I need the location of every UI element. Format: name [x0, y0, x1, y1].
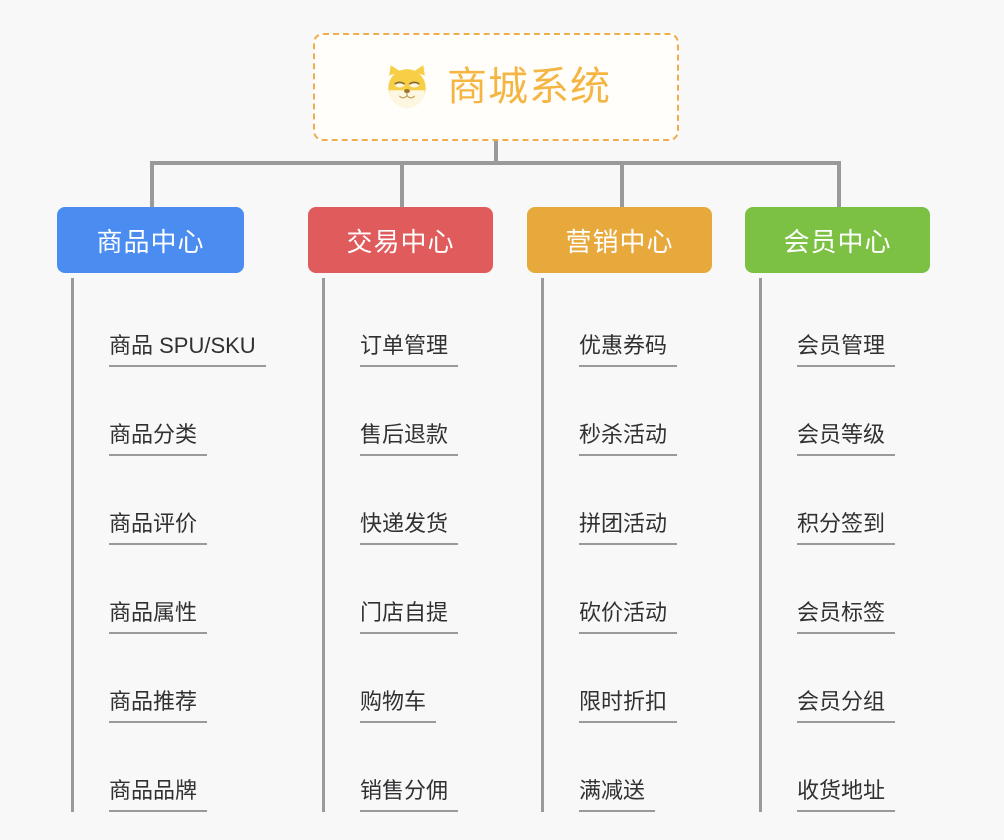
leaf-item[interactable]: 售后退款: [322, 367, 459, 456]
root-node[interactable]: 商城系统: [313, 33, 679, 141]
leaf-item[interactable]: 商品品牌: [71, 723, 266, 812]
leaf-label: 商品推荐: [109, 688, 208, 723]
leaf-label: 限时折扣: [579, 688, 678, 723]
leaf-column-4: 会员管理 会员等级 积分签到 会员标签 会员分组 收货地址: [759, 278, 896, 812]
leaf-label: 会员分组: [797, 688, 896, 723]
category-label: 会员中心: [783, 226, 892, 257]
root-title: 商城系统: [447, 65, 611, 109]
leaf-label: 商品属性: [109, 599, 208, 634]
connector-horizontal-bus: [150, 161, 840, 165]
leaf-item[interactable]: 会员等级: [759, 367, 896, 456]
category-label: 商品中心: [96, 226, 205, 257]
leaf-column-2: 订单管理 售后退款 快递发货 门店自提 购物车 销售分佣: [322, 278, 459, 812]
leaf-item[interactable]: 门店自提: [322, 545, 459, 634]
connector-drop-2: [400, 161, 404, 207]
leaf-label: 拼团活动: [579, 510, 678, 545]
category-label: 交易中心: [346, 226, 455, 257]
leaf-item[interactable]: 收货地址: [759, 723, 896, 812]
leaf-label: 购物车: [360, 688, 437, 723]
connector-drop-1: [150, 161, 154, 207]
leaf-item[interactable]: 购物车: [322, 634, 458, 723]
leaf-item[interactable]: 砍价活动: [541, 545, 678, 634]
leaf-item[interactable]: 快递发货: [322, 456, 459, 545]
leaf-label: 会员标签: [797, 599, 896, 634]
category-box-1[interactable]: 商品中心: [57, 207, 244, 273]
leaf-label: 快递发货: [360, 510, 459, 545]
leaf-item[interactable]: 销售分佣: [322, 723, 459, 812]
leaf-spine: [322, 278, 325, 812]
leaf-label: 商品分类: [109, 421, 208, 456]
leaf-item[interactable]: 商品分类: [71, 367, 266, 456]
leaf-item[interactable]: 商品评价: [71, 456, 266, 545]
leaf-item[interactable]: 会员分组: [759, 634, 896, 723]
connector-root-stem: [494, 141, 498, 165]
leaf-label: 售后退款: [360, 421, 459, 456]
leaf-item[interactable]: 拼团活动: [541, 456, 678, 545]
leaf-item[interactable]: 商品 SPU/SKU: [71, 278, 266, 367]
leaf-item[interactable]: 优惠券码: [541, 278, 678, 367]
leaf-label: 砍价活动: [579, 599, 678, 634]
leaf-item[interactable]: 满减送: [541, 723, 677, 812]
leaf-label: 商品评价: [109, 510, 208, 545]
leaf-label: 会员等级: [797, 421, 896, 456]
leaf-item[interactable]: 会员标签: [759, 545, 896, 634]
leaf-spine: [541, 278, 544, 812]
leaf-label: 优惠券码: [579, 332, 678, 367]
leaf-label: 积分签到: [797, 510, 896, 545]
leaf-item[interactable]: 限时折扣: [541, 634, 678, 723]
leaf-label: 订单管理: [360, 332, 459, 367]
leaf-item[interactable]: 秒杀活动: [541, 367, 678, 456]
leaf-column-1: 商品 SPU/SKU 商品分类 商品评价 商品属性 商品推荐 商品品牌: [71, 278, 266, 812]
leaf-label: 销售分佣: [360, 777, 459, 812]
connector-drop-4: [837, 161, 841, 207]
leaf-label: 商品品牌: [109, 777, 208, 812]
category-box-2[interactable]: 交易中心: [308, 207, 493, 273]
connector-drop-3: [620, 161, 624, 207]
leaf-label: 门店自提: [360, 599, 459, 634]
leaf-label: 收货地址: [797, 777, 896, 812]
leaf-column-3: 优惠券码 秒杀活动 拼团活动 砍价活动 限时折扣 满减送: [541, 278, 678, 812]
leaf-label: 商品 SPU/SKU: [109, 332, 266, 367]
leaf-label: 满减送: [579, 777, 656, 812]
leaf-item[interactable]: 商品属性: [71, 545, 266, 634]
category-box-3[interactable]: 营销中心: [527, 207, 712, 273]
leaf-spine: [71, 278, 74, 812]
leaf-spine: [759, 278, 762, 812]
shiba-dog-icon: [388, 65, 426, 109]
leaf-label: 会员管理: [797, 332, 896, 367]
leaf-item[interactable]: 订单管理: [322, 278, 459, 367]
leaf-item[interactable]: 商品推荐: [71, 634, 266, 723]
category-label: 营销中心: [565, 226, 674, 257]
category-box-4[interactable]: 会员中心: [745, 207, 930, 273]
leaf-item[interactable]: 积分签到: [759, 456, 896, 545]
leaf-item[interactable]: 会员管理: [759, 278, 896, 367]
leaf-label: 秒杀活动: [579, 421, 678, 456]
